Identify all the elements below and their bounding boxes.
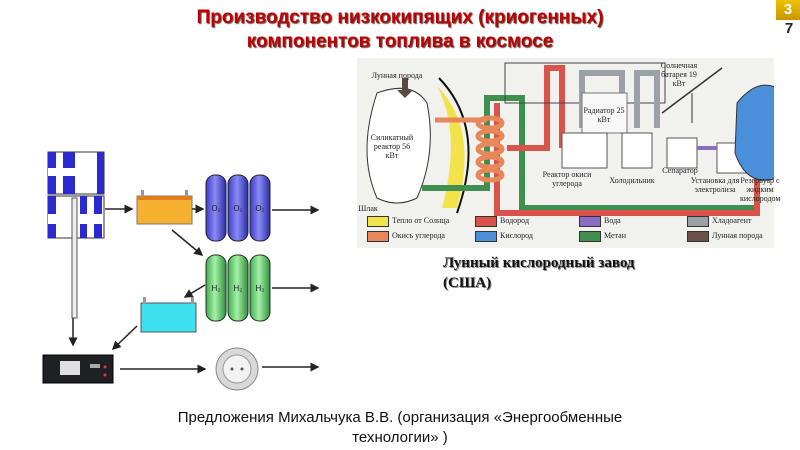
wind-turbine-icon [47, 151, 105, 319]
o2-label-2: O₂ [233, 204, 242, 213]
legend-label: Тепло от Солнца [392, 216, 450, 225]
legend-label: Кислород [500, 231, 533, 240]
footer-line1: Предложения Михальчука В.В. (организация… [177, 409, 623, 426]
legend-label: Лунная порода [712, 231, 763, 240]
footer-note: Предложения Михальчука В.В. (организация… [130, 408, 670, 448]
hydrogen-cylinders [205, 254, 271, 322]
o2-label-3: O₂ [255, 204, 264, 213]
legend-swatch [579, 216, 601, 227]
oxygen-cylinders [205, 174, 271, 242]
label-co-reactor: Реактор окиси углерода [542, 170, 592, 188]
label-separator: Сепаратор [662, 166, 698, 175]
legend-swatch [475, 216, 497, 227]
legend-label: Вода [604, 216, 621, 225]
legend-label: Водород [500, 216, 530, 225]
legend-swatch [367, 231, 389, 242]
h2-label-2: H₂ [234, 284, 243, 293]
legend-label: Окись углерода [392, 231, 445, 240]
page-number-badge: 3 [776, 0, 800, 20]
footer-line2: технологии» ) [352, 429, 448, 446]
slide-title-line1: Производство низкокипящих (криогенных) [196, 7, 604, 28]
legend-label: Метан [604, 231, 626, 240]
legend-swatch [579, 231, 601, 242]
h2-label-3: H₂ [256, 284, 265, 293]
caption-line1: Лунный кислородный завод [443, 255, 635, 271]
label-radiator: Радиатор 25 кВт [583, 106, 625, 124]
inverter-icon [42, 354, 114, 384]
legend-swatch [687, 216, 709, 227]
slide-title-line2: компонентов топлива в космосе [246, 31, 554, 52]
label-silicate-reactor: Силикатный реактор 56 кВт [370, 133, 414, 160]
battery-icon [136, 190, 193, 225]
label-solar-panel: Солнечная батарея 19 кВт [660, 61, 698, 88]
legend-label: Хладоагент [712, 216, 752, 225]
lunar-oxygen-plant-diagram: Лунная порода Силикатный реактор 56 кВт … [357, 58, 780, 248]
legend-swatch [687, 231, 709, 242]
label-electrolysis: Установка для электролиза [690, 176, 740, 194]
label-reservoir: Резервуар с жидким кислородом [740, 176, 781, 203]
caption-line2: (США) [443, 275, 492, 291]
fuel-cell-icon [140, 297, 197, 333]
power-socket-icon [215, 347, 259, 391]
slide-title: Производство низкокипящих (криогенных) к… [150, 6, 650, 54]
h2-label-1: H₂ [212, 284, 221, 293]
label-lunar-rock: Лунная порода [371, 71, 423, 80]
lunar-plant-caption: Лунный кислородный завод (США) [443, 253, 634, 293]
label-cooler: Холодильник [609, 176, 655, 185]
legend-swatch [367, 216, 389, 227]
legend-swatch [475, 231, 497, 242]
o2-label-1: O₂ [211, 204, 220, 213]
page-number-digit: 7 [784, 20, 794, 37]
label-slag: Шлак [358, 204, 378, 213]
